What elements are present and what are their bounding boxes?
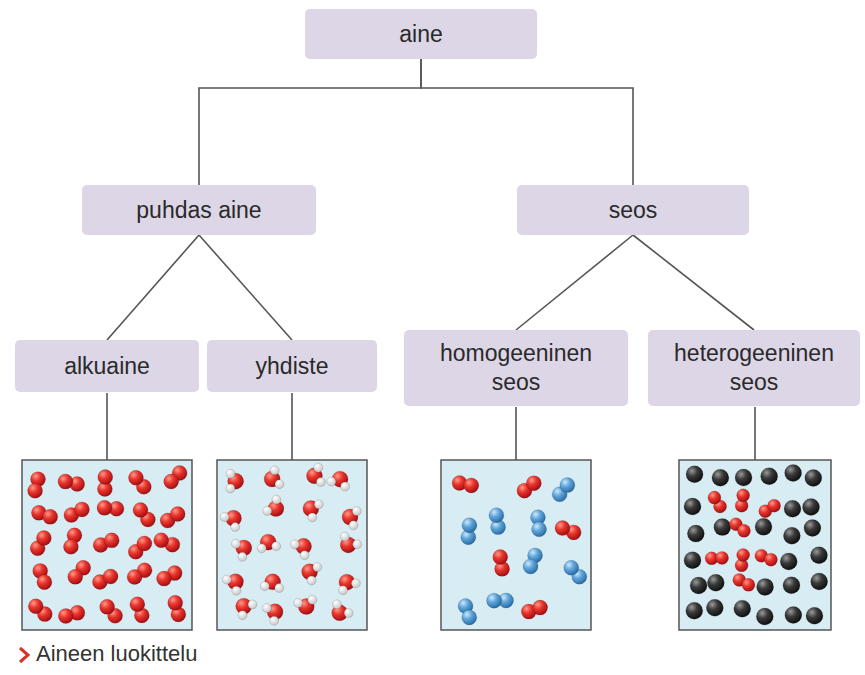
tree-connector bbox=[421, 59, 633, 185]
category-label: yhdiste bbox=[256, 352, 329, 381]
caption-chevron bbox=[20, 648, 28, 662]
category-box: alkuaine bbox=[15, 340, 199, 392]
sample-frames bbox=[22, 460, 831, 630]
tree-connector bbox=[633, 235, 754, 330]
category-label: alkuaine bbox=[64, 352, 150, 381]
category-label: seos bbox=[609, 196, 658, 225]
tree-connector bbox=[199, 235, 292, 340]
molecules bbox=[28, 463, 828, 625]
category-label: aine bbox=[399, 20, 442, 49]
figure-caption: Aineen luokittelu bbox=[36, 641, 197, 667]
category-label: heterogeeninen seos bbox=[674, 339, 834, 397]
category-label: homogeeninen seos bbox=[440, 339, 592, 397]
category-box: aine bbox=[305, 9, 537, 59]
tree-connector bbox=[107, 235, 199, 340]
category-box: homogeeninen seos bbox=[404, 330, 628, 406]
tree-connector bbox=[199, 59, 421, 185]
category-box: seos bbox=[517, 185, 749, 235]
category-box: puhdas aine bbox=[82, 185, 316, 235]
tree-connector bbox=[516, 235, 633, 330]
category-label: puhdas aine bbox=[136, 196, 261, 225]
category-box: yhdiste bbox=[207, 340, 377, 392]
category-box: heterogeeninen seos bbox=[648, 330, 860, 406]
